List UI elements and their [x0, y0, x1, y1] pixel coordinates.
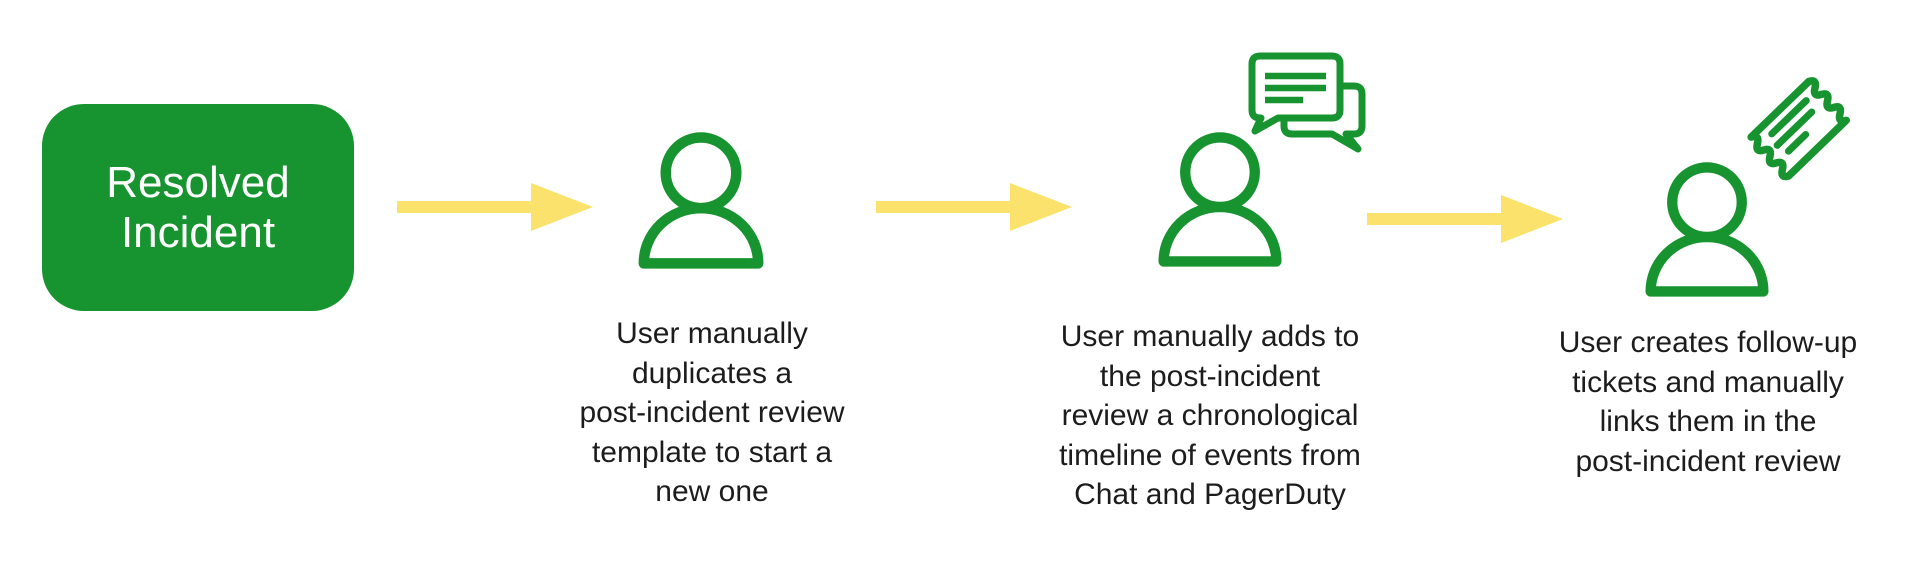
- resolved-incident-label: Resolved Incident: [106, 157, 290, 257]
- user-icon: [1645, 162, 1769, 297]
- step-caption: User manually adds to the post-incident …: [1059, 320, 1361, 511]
- flow-arrow-icon: [397, 183, 593, 231]
- flow-arrow-icon: [1367, 195, 1563, 243]
- chat-bubbles-icon: [1248, 52, 1366, 153]
- resolved-incident-node: Resolved Incident: [42, 104, 354, 311]
- step-caption: User manually duplicates a post-incident…: [579, 317, 845, 508]
- user-icon: [638, 132, 764, 269]
- step-caption: User creates follow-up tickets and manua…: [1558, 326, 1858, 478]
- ticket-icon: [1747, 77, 1850, 181]
- user-icon: [1158, 132, 1282, 267]
- flow-arrow-icon: [876, 183, 1072, 231]
